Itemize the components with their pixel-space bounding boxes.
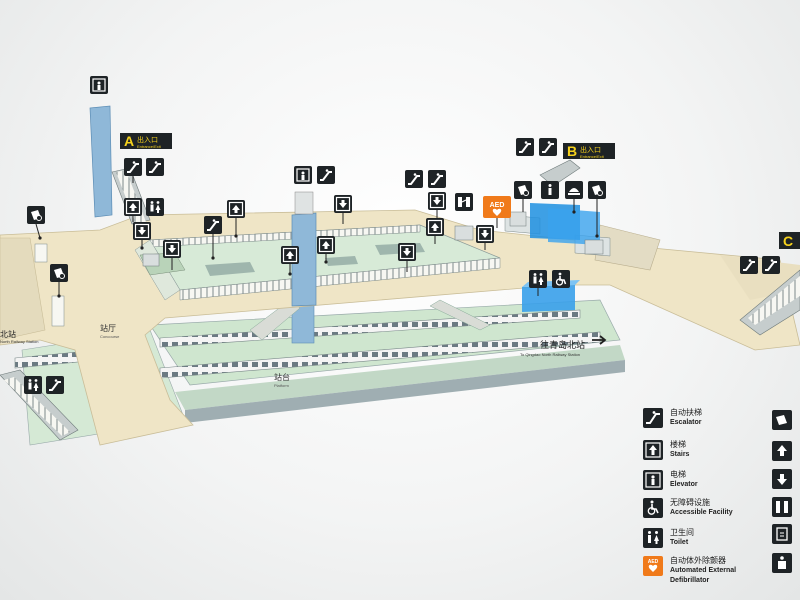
escalators (0, 159, 800, 441)
aed-marker: AED (483, 196, 511, 228)
pin-elevator-center (293, 165, 313, 185)
service-icon (772, 553, 792, 573)
stairs-icon (643, 440, 663, 460)
legend-label-cn: 卫生间 (670, 528, 694, 537)
pin-stairs-down-a (132, 221, 152, 250)
legend-label-cn: 电梯 (670, 470, 686, 479)
legend-extra-stairs-up (772, 441, 792, 461)
pin-service-b (565, 181, 583, 214)
legend-extra-service (772, 553, 792, 573)
legend-item-toilet: 卫生间 Toilet (643, 528, 694, 548)
legend-label-cn: 无障碍设施 (670, 498, 710, 507)
elevator-icon (643, 470, 663, 490)
legend-extra-ticket (772, 410, 792, 430)
legend-item-elevator: 电梯 Elevator (643, 470, 698, 490)
pin-elevator-a (89, 75, 109, 95)
legend-item-accessible: 无障碍设施 Accessible Facility (643, 498, 733, 518)
pin-escalator-b3 (515, 137, 535, 157)
pin-accessible-platform (551, 269, 571, 289)
pin-stairs-center (226, 199, 246, 238)
fare-icon (772, 524, 792, 544)
entrance-sign-a[interactable]: A 出入口 Entrance/Exit (120, 133, 172, 149)
entrance-a-en: Entrance/Exit (137, 144, 162, 149)
escalator-icon (643, 408, 663, 428)
entrance-sign-c[interactable]: C (779, 232, 800, 249)
pin-stairs-b3 (425, 217, 445, 244)
pin-info-b (454, 192, 474, 212)
aed-marker-label: AED (490, 202, 505, 209)
pin-escalator-center2 (316, 165, 336, 185)
pin-escalator-center (203, 215, 223, 260)
legend-label-en: Toilet (670, 539, 689, 546)
direction-label-cn: 往青岛北站 (540, 339, 585, 350)
pin-escalator-c1 (739, 255, 759, 275)
pin-stairs-c4 (316, 235, 336, 264)
entrance-a-letter: A (124, 133, 134, 149)
entrance-b-cn: 出入口 (580, 145, 601, 154)
direction-arrow-icon (592, 335, 607, 345)
stairs-down-icon (772, 469, 792, 489)
pin-escalator-a2 (145, 157, 165, 177)
concourse-label-en: Concourse (100, 334, 120, 339)
legend-label-en: Elevator (670, 481, 698, 488)
legend-item-escalator: 自动扶梯 Escalator (643, 408, 702, 428)
direction-label-en: To Qingdao North Railway Station (520, 352, 580, 357)
entrance-b-letter: B (567, 143, 577, 159)
pin-stairs-down-center (162, 239, 182, 270)
pin-ticket-b (513, 180, 533, 212)
legend-label-cn: 自动体外除颤器 (670, 556, 726, 565)
pin-toilet-platform (529, 270, 547, 296)
aed-icon: AED (643, 556, 663, 576)
toilet-icon (643, 528, 663, 548)
pin-escalator-b4 (538, 137, 558, 157)
ticket-icon (772, 410, 792, 430)
platform-label-cn: 站台 (274, 372, 290, 382)
entrance-sign-b[interactable]: B 出入口 Entrance/Exit (563, 143, 615, 159)
left-station-label-cn: 北站 (0, 329, 16, 339)
legend-extra-gate (772, 497, 792, 517)
legend-label-en: Accessible Facility (670, 509, 733, 516)
legend-item-stairs: 楼梯 Stairs (643, 440, 689, 460)
pin-escalator-c2 (761, 255, 781, 275)
accessible-icon (643, 498, 663, 518)
stairs-up-icon (772, 441, 792, 461)
pin-toilet-a (146, 198, 164, 216)
kiosks (34, 211, 604, 327)
pin-toilet-left (24, 376, 42, 394)
pin-stairs-down-b2 (475, 224, 495, 250)
legend-label-en: Stairs (670, 451, 690, 458)
left-station-label-en: North Railway Station (0, 339, 38, 344)
legend-item-aed: AED 自动体外除颤器 Automated External Defibrill… (643, 556, 742, 586)
platform-label-en: Platform (274, 383, 290, 388)
concourse-label-cn: 站厅 (100, 323, 116, 333)
pin-ticket-b2 (587, 180, 607, 238)
legend-label-cn: 自动扶梯 (670, 408, 702, 417)
glass-rooms (522, 203, 600, 312)
pin-escalator-left (45, 375, 65, 395)
pin-ticket-left (26, 205, 46, 240)
pin-escalator-a (123, 157, 143, 183)
map-pins (24, 75, 781, 395)
legend-aed-tag: AED (648, 559, 659, 565)
columns (89, 105, 317, 307)
pin-stairs-a (123, 197, 143, 222)
legend-label-en: Automated External Defibrillator (670, 567, 737, 584)
pin-escalator-b2 (427, 169, 447, 189)
legend-label-en: Escalator (670, 419, 702, 426)
legend-label-cn: 楼梯 (670, 440, 686, 449)
pin-stairs-down-c5 (397, 242, 417, 272)
gate-icon (772, 497, 792, 517)
legend-extra-stairs-down (772, 469, 792, 489)
pin-stairs-center2 (280, 245, 300, 276)
entrance-b-en: Entrance/Exit (580, 154, 605, 159)
pin-stairs-down-c3 (333, 194, 353, 224)
pin-escalator-b1 (404, 169, 424, 189)
pin-info-b2 (541, 181, 559, 199)
entrance-c-letter: C (783, 233, 793, 249)
pin-ticket-left2 (49, 263, 69, 298)
legend-extra-fare (772, 524, 792, 544)
entrance-a-cn: 出入口 (137, 135, 158, 144)
